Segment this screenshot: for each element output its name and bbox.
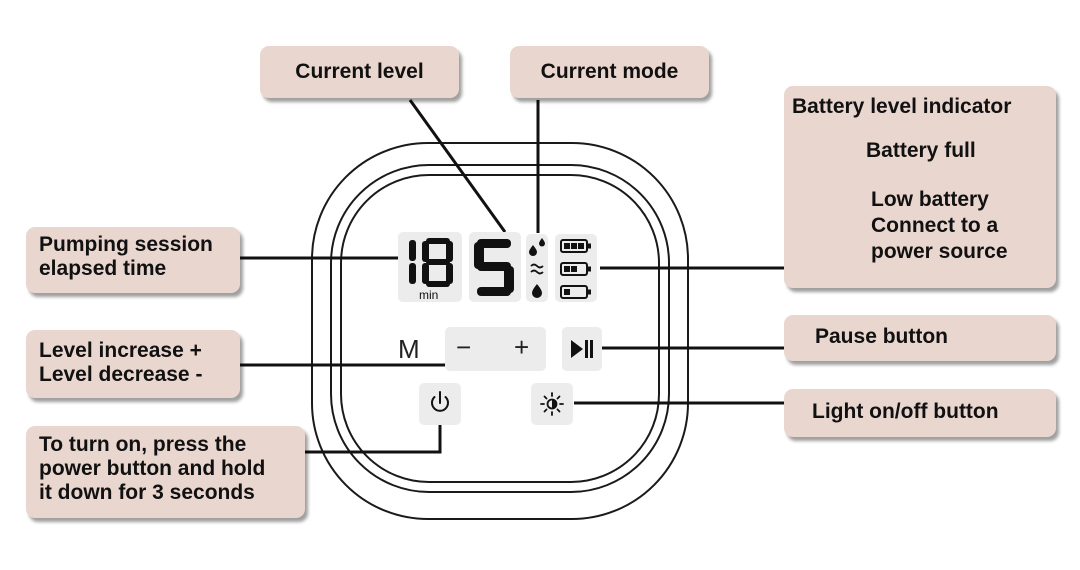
play-pause-icon <box>571 340 593 358</box>
battery-full-display-icon <box>560 239 591 253</box>
digit-5-seg-a <box>477 239 511 248</box>
callout-pause: Pause button <box>784 315 1056 361</box>
callout-battery: Battery level indicator Battery full Low… <box>784 86 1056 288</box>
digit-1-seg-top <box>409 240 416 261</box>
callout-battery-low-line-1: Low battery <box>871 188 989 211</box>
digit-8-seg-g <box>426 259 450 265</box>
inner-ring <box>340 174 660 483</box>
wave-icon <box>530 263 544 275</box>
digit-5-seg-c <box>504 266 514 293</box>
digit-8-seg-f <box>422 241 429 262</box>
callout-light-text: Light on/off button <box>812 400 999 423</box>
callout-battery-low-line-3: power source <box>871 240 1008 263</box>
drop-icon <box>532 284 542 298</box>
callout-power-line-1: To turn on, press the <box>39 433 247 456</box>
battery-low-display-icon <box>560 285 591 299</box>
callout-power: To turn on, press the power button and h… <box>26 426 305 518</box>
callout-power-line-3: it down for 3 seconds <box>39 481 255 504</box>
callout-level-line-2: Level decrease - <box>39 363 203 386</box>
callout-power-line-2: power button and hold <box>39 457 266 480</box>
callout-elapsed-line-1: Pumping session <box>39 233 213 256</box>
timer-unit-label: min <box>419 288 439 302</box>
callout-battery-full: Battery full <box>866 139 976 162</box>
callout-battery-low-line-2: Connect to a <box>871 214 999 237</box>
battery-medium-display-icon <box>560 262 591 276</box>
level-button-tile <box>445 327 546 371</box>
leader-power <box>305 425 442 454</box>
callout-current-level-text: Current level <box>295 60 424 83</box>
leader-current-level <box>408 99 507 233</box>
middle-ring <box>330 164 670 493</box>
callout-current-mode: Current mode <box>510 46 709 98</box>
digit-5-seg-d <box>477 287 511 296</box>
timer-digits <box>409 238 453 287</box>
drops-icon <box>529 238 545 256</box>
digit-8-seg-a <box>426 238 450 244</box>
mode-button[interactable]: M <box>398 334 420 364</box>
level-decrease-button[interactable]: − <box>456 332 472 362</box>
digit-5-seg-g <box>477 262 511 271</box>
digit-8-seg-d <box>426 281 450 287</box>
outer-ring <box>311 142 689 520</box>
sun-icon <box>540 392 564 416</box>
callout-level-buttons: Level increase + Level decrease - <box>26 330 240 398</box>
callout-current-mode-text: Current mode <box>540 60 679 83</box>
level-digit <box>474 239 514 296</box>
callout-battery-title: Battery level indicator <box>792 95 1012 118</box>
callout-light: Light on/off button <box>784 389 1056 437</box>
callout-pause-text: Pause button <box>815 325 949 348</box>
digit-1-seg-bottom <box>409 263 416 284</box>
callout-current-level: Current level <box>260 46 459 98</box>
callout-elapsed-line-2: elapsed time <box>39 257 167 280</box>
digit-8-seg-e <box>422 263 429 284</box>
digit-8-seg-c <box>446 263 453 284</box>
level-increase-button[interactable]: + <box>514 332 530 362</box>
digit-8-seg-b <box>446 241 453 262</box>
power-icon <box>431 391 449 412</box>
callout-elapsed-time: Pumping session elapsed time <box>26 227 240 293</box>
callout-level-line-1: Level increase + <box>39 339 202 362</box>
